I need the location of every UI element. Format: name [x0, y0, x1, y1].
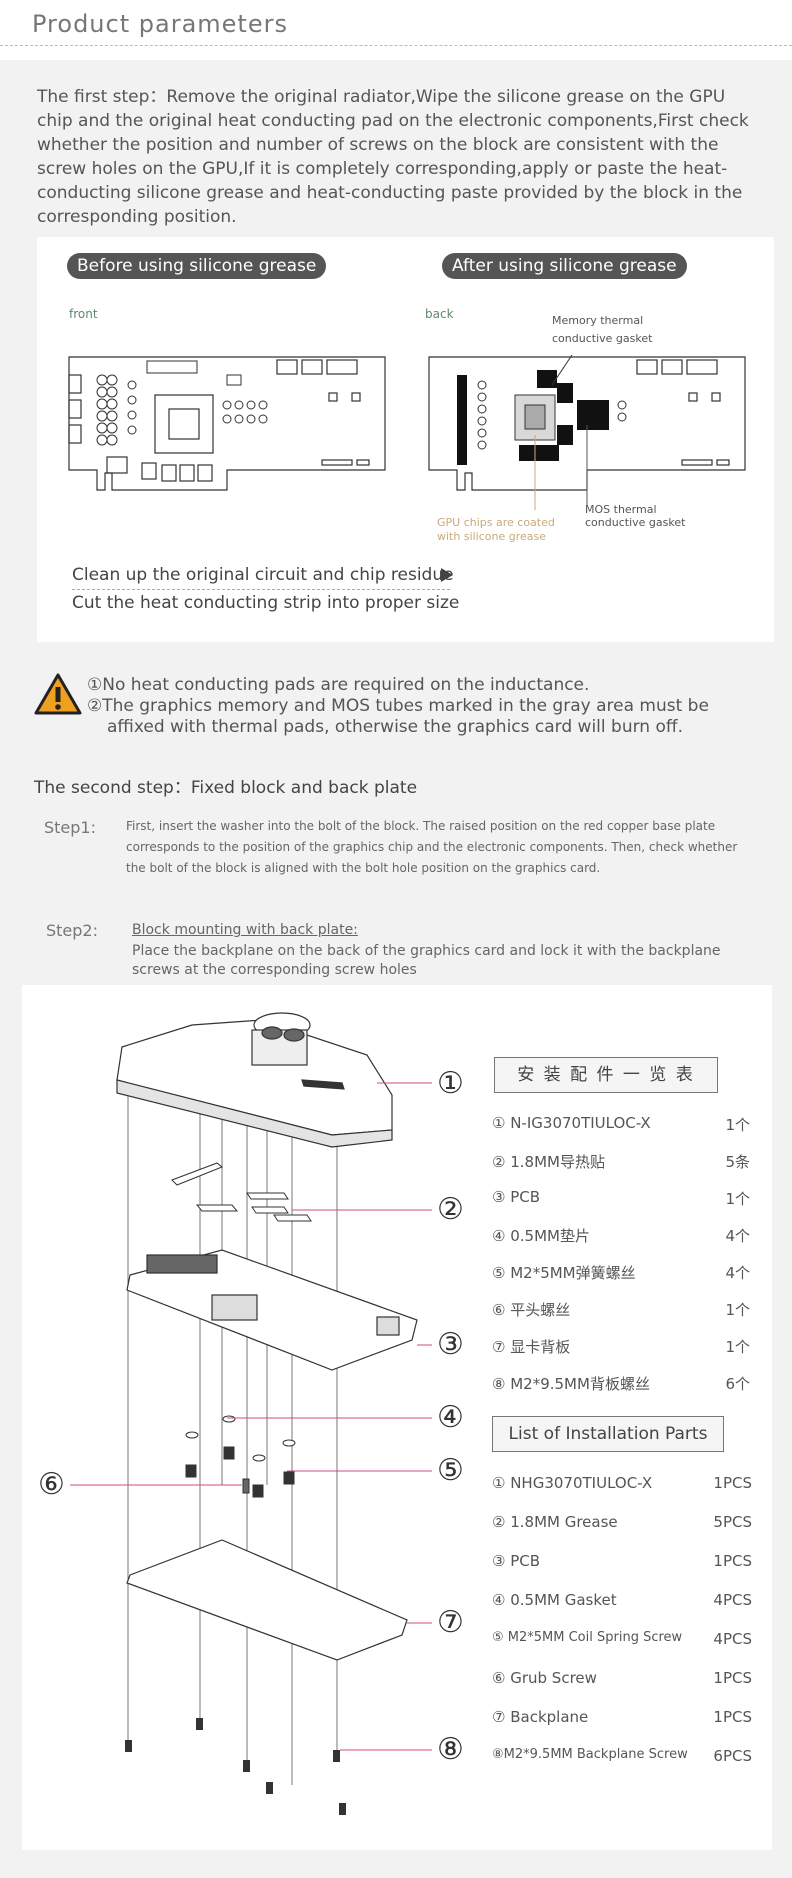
back-label: back [425, 307, 454, 321]
gpu-note-2: with silicone grease [437, 530, 547, 543]
warning-line-1: ①No heat conducting pads are required on… [87, 675, 590, 695]
warning-triangle-icon [34, 673, 82, 715]
parts-list-cn-title: 安 装 配 件 一 览 表 [494, 1057, 718, 1093]
exploded-assembly-diagram [70, 1012, 432, 1815]
callout-7: ⑦ [437, 1605, 464, 1640]
gpu-note-1: GPU chips are coated [437, 516, 555, 529]
back-pcb-diagram [428, 355, 746, 510]
parts-list-en-title: List of Installation Parts [492, 1416, 724, 1452]
mos-note-1: MOS thermal [585, 503, 657, 516]
callout-2: ② [437, 1192, 464, 1227]
clean-divider [72, 589, 450, 590]
parts-cn-item-name: ⑥ 平头螺丝 [492, 1301, 571, 1319]
parts-en-item-qty: 6PCS [713, 1747, 752, 1765]
parts-en-item-qty: 5PCS [713, 1513, 752, 1531]
step1-instructions: The first step：Remove the original radia… [37, 87, 749, 227]
before-grease-label: Before using silicone grease [67, 253, 327, 279]
step2-heading: Block mounting with back plate: [132, 922, 358, 938]
front-label: front [69, 307, 98, 321]
parts-cn-item-qty: 6个 [725, 1375, 750, 1393]
parts-en-item-qty: 4PCS [713, 1630, 752, 1648]
step2-body: Place the backplane on the back of the g… [132, 943, 721, 978]
step2-label: Step2: [46, 921, 98, 940]
parts-en-item-qty: 1PCS [713, 1474, 752, 1492]
callout-4: ④ [437, 1400, 464, 1435]
warning-line-2: ②The graphics memory and MOS tubes marke… [87, 696, 709, 716]
callout-1: ① [437, 1066, 464, 1101]
parts-cn-item-name: ② 1.8MM导热贴 [492, 1153, 605, 1171]
cut-strip-text: Cut the heat conducting strip into prope… [72, 593, 460, 613]
parts-en-item-name: ⑧M2*9.5MM Backplane Screw [492, 1747, 688, 1762]
parts-cn-item-name: ⑤ M2*5MM弹簧螺丝 [492, 1264, 636, 1282]
parts-cn-item-qty: 5条 [725, 1153, 750, 1171]
parts-cn-item-name: ③ PCB [492, 1188, 541, 1206]
callout-5: ⑤ [437, 1453, 464, 1488]
parts-en-item-name: ④ 0.5MM Gasket [492, 1591, 617, 1609]
parts-en-item-name: ⑤ M2*5MM Coil Spring Screw [492, 1630, 683, 1645]
parts-en-item-name: ⑥ Grub Screw [492, 1669, 597, 1687]
warning-line-3: affixed with thermal pads, otherwise the… [107, 717, 683, 737]
parts-en-item-name: ③ PCB [492, 1552, 541, 1570]
callout-8: ⑧ [437, 1732, 464, 1767]
memory-note-1: Memory thermal [552, 314, 644, 327]
parts-cn-item-qty: 1个 [725, 1190, 750, 1208]
memory-note-2: conductive gasket [552, 332, 653, 345]
header-divider [0, 45, 792, 46]
parts-en-item-name: ⑦ Backplane [492, 1708, 589, 1726]
parts-cn-item-name: ⑧ M2*9.5MM背板螺丝 [492, 1375, 650, 1393]
play-arrow-icon [441, 568, 453, 582]
parts-en-item-qty: 1PCS [713, 1669, 752, 1687]
parts-en-item-name: ① NHG3070TIULOC-X [492, 1474, 653, 1492]
parts-cn-item-qty: 1个 [725, 1338, 750, 1356]
mos-note-2: conductive gasket [585, 516, 686, 529]
callout-6: ⑥ [38, 1467, 65, 1502]
step1-body: First, insert the washer into the bolt o… [126, 819, 738, 875]
parts-cn-item-name: ④ 0.5MM垫片 [492, 1227, 590, 1245]
parts-cn-item-name: ⑦ 显卡背板 [492, 1338, 571, 1356]
parts-cn-item-qty: 4个 [725, 1264, 750, 1282]
step1-label: Step1: [44, 818, 96, 837]
parts-cn-item-qty: 1个 [725, 1301, 750, 1319]
callout-3: ③ [437, 1327, 464, 1362]
page-title: Product parameters [32, 10, 288, 38]
parts-cn-item-qty: 1个 [725, 1116, 750, 1134]
parts-cn-item-name: ① N-IG3070TIULOC-X [492, 1114, 651, 1132]
parts-en-item-name: ② 1.8MM Grease [492, 1513, 618, 1531]
clean-residue-text: Clean up the original circuit and chip r… [72, 565, 454, 585]
after-grease-label: After using silicone grease [442, 253, 687, 279]
parts-cn-item-qty: 4个 [725, 1227, 750, 1245]
parts-en-item-qty: 4PCS [713, 1591, 752, 1609]
second-step-title: The second step：Fixed block and back pla… [34, 778, 418, 798]
grease-diagram-card: Before using silicone grease After using… [37, 237, 774, 642]
parts-en-item-qty: 1PCS [713, 1552, 752, 1570]
parts-en-item-qty: 1PCS [713, 1708, 752, 1726]
front-pcb-diagram [68, 356, 386, 491]
